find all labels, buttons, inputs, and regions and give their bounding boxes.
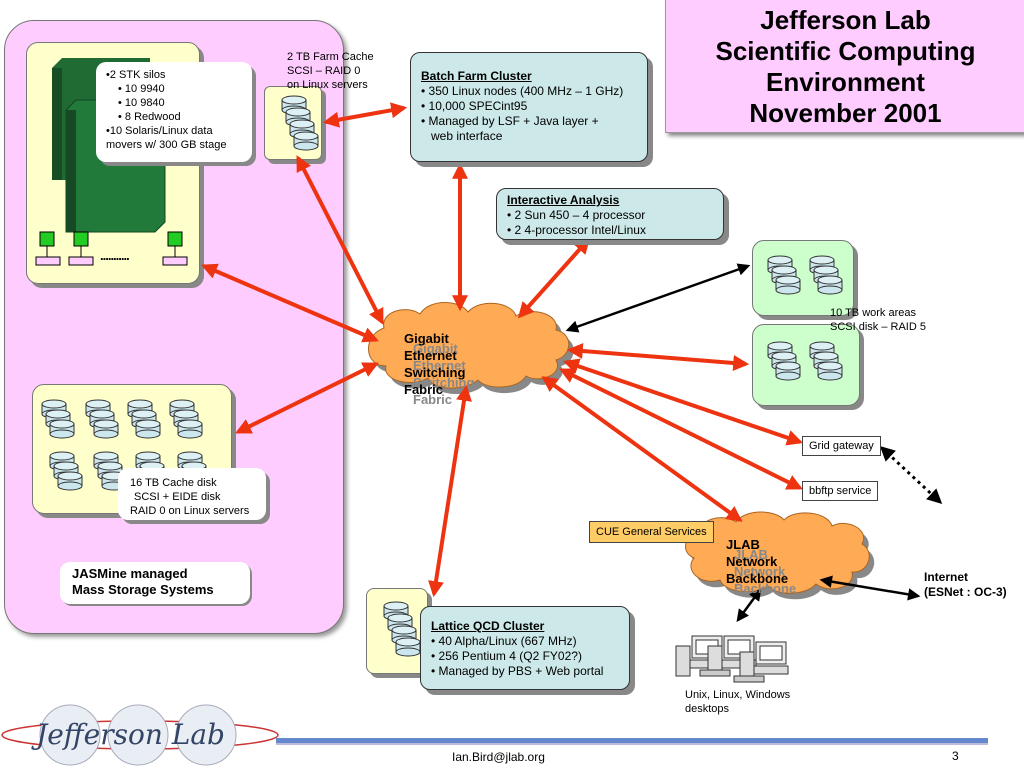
gigabit-shadow-line-3: Switching (413, 375, 475, 390)
internet-line-2: (ESNet : OC-3) (924, 585, 1007, 599)
interactive-item-2: • 2 4-processor Intel/Linux (507, 223, 646, 237)
silos-note-line-2: • 10 9940 (118, 83, 165, 95)
lattice-item-2: • 256 Pentium 4 (Q2 FY02?) (431, 649, 582, 663)
farm-cache-line-3: on Linux servers (287, 79, 368, 91)
gigabit-shadow-line-4: Fabric (413, 392, 453, 407)
bbftp-service-box: bbftp service (802, 481, 879, 501)
lattice-heading: Lattice QCD Cluster (431, 619, 545, 633)
farm-cache-line-2: SCSI – RAID 0 (287, 65, 361, 77)
desktops-line-2: desktops (685, 703, 730, 715)
backbone-line-1: JLAB (726, 537, 760, 552)
title-line-3: Environment (766, 67, 925, 97)
backbone-line-2: Network (726, 554, 778, 569)
internet-label: Internet (ESNet : OC-3) (924, 570, 1007, 600)
gigabit-line-1: Gigabit (404, 331, 449, 346)
batch-farm-item-3: • Managed by LSF + Java layer + (421, 114, 599, 128)
gigabit-fabric-label: Gigabit Ethernet Switching Fabric (404, 330, 465, 398)
gigabit-shadow-line-1: Gigabit (413, 341, 458, 356)
batch-farm-item-2: • 10,000 SPECint95 (421, 99, 528, 113)
backbone-shadow-line-2: Network (734, 564, 786, 579)
network-links (201, 102, 804, 598)
backbone-text-shadow: JLAB Network Backbone (734, 546, 796, 597)
title-line-1: Jefferson Lab (760, 5, 931, 35)
silos-note-line-6: movers w/ 300 GB stage (106, 139, 227, 151)
work-areas-line-2: SCSI disk – RAID 5 (830, 321, 926, 333)
jefferson-lab-logo: Jefferson Lab (36, 718, 225, 751)
gigabit-text-shadow: Gigabit Ethernet Switching Fabric (413, 340, 474, 408)
batch-farm-item-1: • 350 Linux nodes (400 MHz – 1 GHz) (421, 84, 624, 98)
farm-cache-line-1: 2 TB Farm Cache (287, 51, 374, 63)
cache-disk-line-2: SCSI + EIDE disk (134, 491, 221, 503)
internet-line-1: Internet (924, 570, 969, 584)
lattice-disks (383, 601, 421, 657)
jefferson-lab-logo-graphic (1, 704, 279, 766)
silos-note-line-1: •2 STK silos (106, 69, 166, 81)
footer-rule (276, 738, 988, 743)
batch-farm-item-4: web interface (431, 129, 503, 143)
backbone-line-3: Backbone (726, 571, 789, 586)
silo-dots: ........... (100, 248, 130, 263)
gigabit-switch-cloud (368, 302, 574, 395)
cache-disk-line-3: RAID 0 on Linux servers (130, 505, 250, 517)
page-title: Jefferson Lab Scientific Computing Envir… (665, 0, 1024, 133)
cache-disk-label: 16 TB Cache disk SCSI + EIDE disk RAID 0… (118, 468, 266, 520)
work-areas-label: 10 TB work areas SCSI disk – RAID 5 (820, 304, 952, 338)
title-line-2: Scientific Computing (715, 36, 976, 66)
jlab-backbone-label: JLAB Network Backbone (726, 536, 788, 587)
gigabit-line-2: Ethernet (404, 348, 457, 363)
title-line-4: November 2001 (749, 98, 942, 128)
jasmine-line-1: JASMine managed (72, 566, 188, 581)
gigabit-shadow-line-2: Ethernet (413, 358, 466, 373)
gigabit-line-3: Switching (404, 365, 466, 380)
work-areas-line-1: 10 TB work areas (830, 307, 917, 319)
backbone-shadow-line-1: JLAB (734, 547, 768, 562)
interactive-analysis-box: Interactive Analysis • 2 Sun 450 – 4 pro… (496, 188, 724, 240)
desktop-computers (675, 635, 789, 683)
silos-note: •2 STK silos • 10 9940 • 10 9840 • 8 Red… (96, 62, 252, 162)
silos-note-line-3: • 10 9840 (118, 97, 165, 109)
backbone-shadow-line-3: Backbone (734, 581, 797, 596)
jasmine-label: JASMine managed Mass Storage Systems (60, 562, 250, 604)
batch-farm-box: Batch Farm Cluster • 350 Linux nodes (40… (410, 52, 648, 162)
silos-note-line-4: • 8 Redwood (118, 111, 181, 123)
black-links (565, 263, 943, 623)
grid-gateway-box: Grid gateway (802, 436, 881, 456)
lattice-qcd-box: Lattice QCD Cluster • 40 Alpha/Linux (66… (420, 606, 630, 690)
silos-note-line-5: •10 Solaris/Linux data (106, 125, 213, 137)
footer-rule-secondary (276, 743, 988, 745)
batch-farm-heading: Batch Farm Cluster (421, 69, 532, 83)
data-movers (35, 231, 188, 266)
interactive-heading: Interactive Analysis (507, 193, 620, 207)
footer-email: Ian.Bird@jlab.org (452, 750, 545, 764)
interactive-item-1: • 2 Sun 450 – 4 processor (507, 208, 646, 222)
desktops-label: Unix, Linux, Windows desktops (685, 688, 790, 716)
cue-services-box: CUE General Services (589, 521, 714, 543)
lattice-item-3: • Managed by PBS + Web portal (431, 664, 604, 678)
page-number: 3 (952, 749, 959, 763)
cache-disk-line-1: 16 TB Cache disk (130, 477, 217, 489)
farm-cache-disks (281, 95, 319, 151)
farm-cache-label: 2 TB Farm Cache SCSI – RAID 0 on Linux s… (287, 50, 374, 92)
gigabit-line-4: Fabric (404, 382, 444, 397)
jasmine-line-2: Mass Storage Systems (72, 582, 214, 597)
lattice-item-1: • 40 Alpha/Linux (667 MHz) (431, 634, 577, 648)
desktops-line-1: Unix, Linux, Windows (685, 689, 791, 701)
